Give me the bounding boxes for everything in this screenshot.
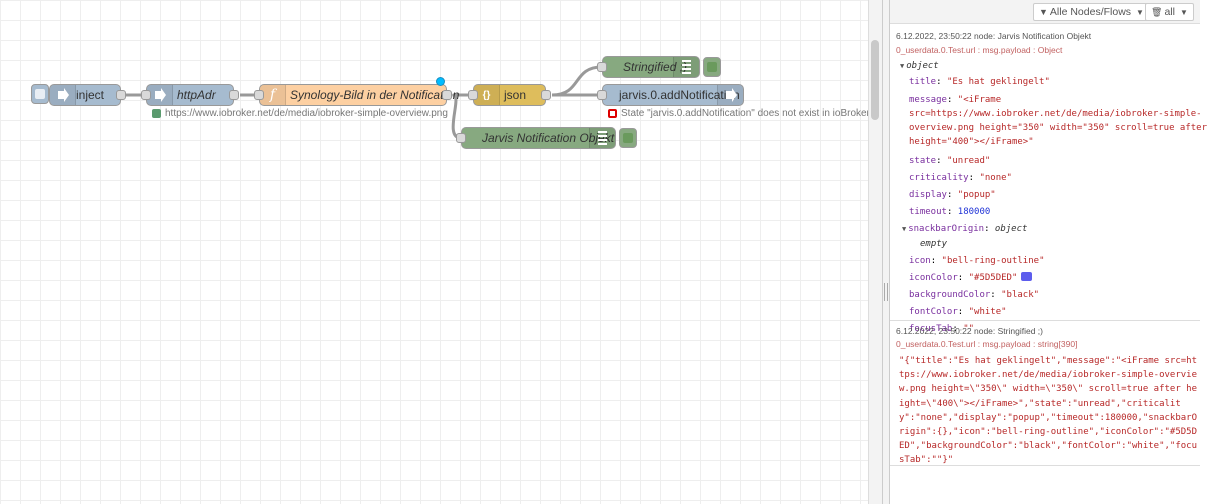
changed-indicator-dot xyxy=(436,77,445,86)
prop-state: state: "unread" xyxy=(909,156,991,166)
stringified-debug-node[interactable]: Stringified ;) xyxy=(597,56,700,78)
debug-message: 6.12.2022, 23:50:22 node: Jarvis Notific… xyxy=(890,25,1207,334)
inject-node[interactable]: inject xyxy=(49,84,126,106)
caret-down-icon: ▼ xyxy=(1179,7,1188,17)
wire-json-stringified xyxy=(551,65,603,97)
http-request-node[interactable]: httpAdr xyxy=(141,84,239,106)
inject-output-port[interactable] xyxy=(116,90,126,100)
triangle-down-icon: ▼ xyxy=(902,225,907,233)
workspace-scroll-thumb[interactable] xyxy=(871,40,879,120)
debug-sidebar: ▼ Alle Nodes/Flows ▼ 🗑 all ▼ 6.12.2022, … xyxy=(890,0,1207,504)
string-payload: "{"title":"Es hat geklingelt","message":… xyxy=(899,356,1198,466)
prop-criticality: criticality: "none" xyxy=(909,173,1012,183)
tree-root-toggle[interactable]: ▼object xyxy=(900,61,939,71)
splitter-grip-icon xyxy=(884,283,888,301)
prop-message: message: "<iFrame xyxy=(909,95,1002,105)
notification-node-label: jarvis.0.addNotification xyxy=(619,88,740,102)
prop-title: title: "Es hat geklingelt" xyxy=(909,77,1050,87)
arrow-right-icon xyxy=(50,85,76,105)
prop-timeout: timeout: 180000 xyxy=(909,207,991,217)
inject-trigger-button[interactable] xyxy=(31,84,49,104)
json-braces-icon: {} xyxy=(474,85,500,105)
http-input-port[interactable] xyxy=(141,90,151,100)
stringified-input-port[interactable] xyxy=(597,62,607,72)
function-node-label: Synology-Bild in der Notification xyxy=(290,88,460,102)
clear-messages-dropdown[interactable]: 🗑 all ▼ xyxy=(1145,3,1194,21)
caret-down-icon: ▼ xyxy=(1136,7,1144,17)
http-node-label: httpAdr xyxy=(177,88,216,102)
prop-font-color: fontColor: "white" xyxy=(909,307,1007,317)
message-topic: 0_userdata.0.Test.url : msg.payload : st… xyxy=(896,339,1078,349)
snackbar-empty: empty xyxy=(920,239,948,249)
prop-icon: icon: "bell-ring-outline" xyxy=(909,256,1045,266)
trash-icon: 🗑 xyxy=(1151,6,1163,17)
triangle-down-icon: ▼ xyxy=(900,62,905,70)
function-output-port[interactable] xyxy=(442,90,452,100)
debug-toolbar: ▼ Alle Nodes/Flows ▼ 🗑 all ▼ xyxy=(890,0,1200,24)
function-input-port[interactable] xyxy=(254,90,264,100)
jarvis-object-node-label: Jarvis Notification Objekt xyxy=(482,131,615,145)
arrow-right-icon xyxy=(717,85,743,105)
http-node-status: https://www.iobroker.net/de/media/iobrok… xyxy=(152,108,448,119)
notification-node[interactable]: jarvis.0.addNotification xyxy=(597,84,744,106)
jarvis-object-debug-toggle[interactable] xyxy=(619,128,637,148)
message-topic: 0_userdata.0.Test.url : msg.payload : Ob… xyxy=(896,45,1063,55)
inject-node-label: inject xyxy=(76,88,105,102)
prop-focus-tab: focusTab: "" xyxy=(909,324,975,334)
jarvis-object-debug-node[interactable]: Jarvis Notification Objekt xyxy=(456,127,616,149)
http-output-port[interactable] xyxy=(229,90,239,100)
stringified-debug-toggle[interactable] xyxy=(703,57,721,77)
function-icon: f xyxy=(260,85,286,105)
message-meta: 6.12.2022, 23:50:22 node: Stringified ;) xyxy=(896,326,1043,336)
prop-snackbar-toggle[interactable]: ▼snackbarOrigin: object xyxy=(902,224,1028,234)
color-swatch xyxy=(1021,272,1033,281)
json-node[interactable]: {} json xyxy=(468,84,551,106)
status-dot-icon xyxy=(152,109,161,118)
json-output-port[interactable] xyxy=(541,90,551,100)
json-node-label: json xyxy=(504,88,527,102)
debug-list-icon xyxy=(589,128,615,148)
stringified-node-label: Stringified ;) xyxy=(623,60,688,74)
debug-message: 6.12.2022, 23:50:22 node: Stringified ;)… xyxy=(890,321,1200,466)
notification-node-status: State "jarvis.0.addNotification" does no… xyxy=(608,108,870,119)
prop-background-color: backgroundColor: "black" xyxy=(909,290,1040,300)
notification-input-port[interactable] xyxy=(597,90,607,100)
workspace-scrollbar[interactable] xyxy=(868,0,882,504)
prop-icon-color: iconColor: "#5D5DED" xyxy=(909,271,1033,285)
message-meta: 6.12.2022, 23:50:22 node: Jarvis Notific… xyxy=(896,31,1092,41)
prop-display: display: "popup" xyxy=(909,190,996,200)
flow-workspace[interactable]: inject httpAdr https://www.iobroker.net/… xyxy=(0,0,870,504)
function-node[interactable]: f Synology-Bild in der Notification xyxy=(254,84,459,106)
flow-wires xyxy=(126,65,603,140)
filter-funnel-icon: ▼ xyxy=(1039,7,1048,17)
json-input-port[interactable] xyxy=(468,90,478,100)
sidebar-splitter[interactable] xyxy=(882,0,890,504)
filter-nodes-dropdown[interactable]: ▼ Alle Nodes/Flows ▼ xyxy=(1033,3,1150,21)
arrow-right-icon xyxy=(147,85,173,105)
status-error-ring-icon xyxy=(608,109,617,118)
debug-list-icon xyxy=(673,57,699,77)
jarvis-object-input-port[interactable] xyxy=(456,133,466,143)
